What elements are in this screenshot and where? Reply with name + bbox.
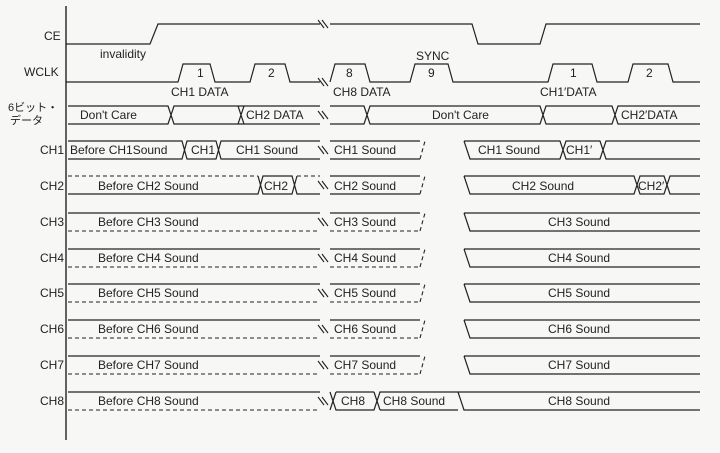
ch2-sound-c: CH2 Sound: [512, 179, 574, 193]
clk-pulse-2: 2: [268, 66, 275, 80]
ch3-sound-b: CH3 Sound: [334, 215, 396, 229]
ch4-waveform: [68, 248, 700, 268]
ch1-prime: CH1′: [566, 143, 593, 157]
ch8-before: Before CH8 Sound: [98, 394, 199, 408]
ch8-short: CH8: [341, 394, 365, 408]
ch1-sound-a: CH1 Sound: [236, 143, 298, 157]
clk-pulse-1: 1: [197, 66, 204, 80]
ch1-sound-b: CH1 Sound: [334, 143, 396, 157]
label-ch4: CH4: [40, 251, 64, 265]
ch7-before: Before CH7 Sound: [98, 358, 199, 372]
ce-waveform-b: [330, 23, 700, 45]
ch2p-data-label: CH2′DATA: [621, 108, 677, 122]
sync-label: SYNC: [416, 49, 450, 63]
label-ch3: CH3: [40, 215, 64, 229]
clk-pulse-8: 8: [346, 66, 353, 80]
ch6-sound-c: CH6 Sound: [548, 322, 610, 336]
ch1-data-label: CH1 DATA: [171, 85, 229, 99]
ch3-waveform: [68, 212, 700, 232]
label-ch1: CH1: [40, 143, 64, 157]
label-6bit-line2: データ: [10, 113, 43, 127]
label-ce: CE: [44, 29, 61, 43]
ch1p-data-label: CH1′DATA: [540, 85, 596, 99]
ch8-sound-b: CH8 Sound: [383, 394, 445, 408]
clk-pulse-9: 9: [428, 66, 435, 80]
clk-pulse-2b: 2: [646, 66, 653, 80]
ch2-prime: CH2′: [638, 179, 665, 193]
ch8-sound-c: CH8 Sound: [548, 394, 610, 408]
dont-care-1: Don't Care: [80, 108, 137, 122]
ch8-data-label: CH8 DATA: [333, 85, 391, 99]
ch3-sound-c: CH3 Sound: [548, 215, 610, 229]
ch5-before: Before CH5 Sound: [98, 286, 199, 300]
ch4-sound-c: CH4 Sound: [548, 251, 610, 265]
ch5-sound-c: CH5 Sound: [548, 286, 610, 300]
ch5-waveform: [68, 283, 700, 303]
ch7-sound-b: CH7 Sound: [334, 358, 396, 372]
ch7-sound-c: CH7 Sound: [548, 358, 610, 372]
label-ch7: CH7: [40, 358, 64, 372]
ch2-waveform: [68, 175, 700, 195]
ch6-before: Before CH6 Sound: [98, 322, 199, 336]
ch2-before: Before CH2 Sound: [98, 179, 199, 193]
ch1-before: Before CH1Sound: [70, 143, 167, 157]
ch4-before: Before CH4 Sound: [98, 251, 199, 265]
ch6-waveform: [68, 319, 700, 339]
label-wclk: WCLK: [24, 65, 59, 79]
time-break-marks: [317, 19, 329, 406]
ch6-sound-b: CH6 Sound: [334, 322, 396, 336]
data-bus: [68, 105, 700, 125]
label-ch5: CH5: [40, 286, 64, 300]
label-6bit-line1: 6ビット・: [8, 101, 58, 114]
ch1-short: CH1: [191, 143, 215, 157]
label-ch6: CH6: [40, 322, 64, 336]
label-ch2: CH2: [40, 179, 64, 193]
ch8-waveform: [68, 391, 700, 411]
ch7-waveform: [68, 355, 700, 375]
ch2-data-label: CH2 DATA: [246, 108, 304, 122]
ch2-short: CH2: [264, 179, 288, 193]
ch1-waveform: [68, 140, 700, 160]
dont-care-2: Don't Care: [432, 108, 489, 122]
ch2-sound-b: CH2 Sound: [334, 179, 396, 193]
ch4-sound-b: CH4 Sound: [334, 251, 396, 265]
wclk-waveform-a: [66, 63, 320, 83]
invalidity-label: invalidity: [100, 47, 146, 61]
clk-pulse-1b: 1: [570, 66, 577, 80]
label-ch8: CH8: [40, 394, 64, 408]
wclk-waveform-b: [329, 63, 700, 83]
ch5-sound-b: CH5 Sound: [334, 286, 396, 300]
ch1-sound-c: CH1 Sound: [478, 143, 540, 157]
ce-waveform: [66, 23, 320, 45]
ch3-before: Before CH3 Sound: [98, 215, 199, 229]
